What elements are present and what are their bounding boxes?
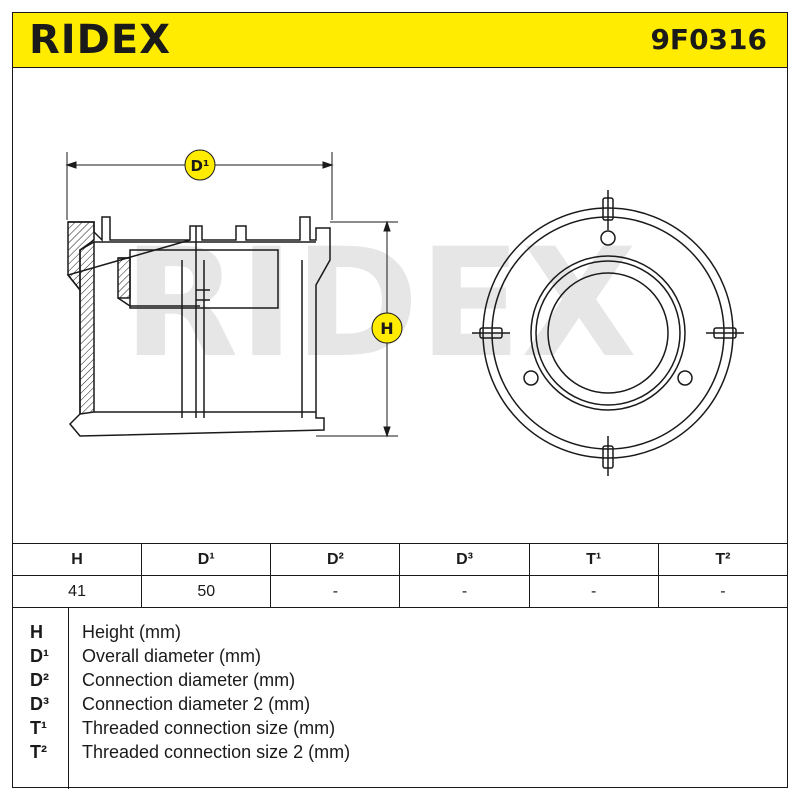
content-frame <box>12 68 788 788</box>
watermark-text: RIDEX <box>123 217 637 391</box>
legend-key: D² <box>30 670 49 690</box>
table-row: 41 50 - - - - <box>11 575 789 608</box>
h-label: H <box>380 319 393 338</box>
d1-label: D¹ <box>190 157 209 175</box>
legend-row: D² Connection diameter (mm) <box>12 668 788 692</box>
mount-hole-right <box>677 370 693 386</box>
legend-description: Connection diameter 2 (mm) <box>82 694 311 714</box>
table-cell: 41 <box>11 575 143 608</box>
legend-description: Connection diameter (mm) <box>82 670 296 690</box>
side-section-view <box>66 216 331 437</box>
legend-row: T¹ Threaded connection size (mm) <box>12 716 788 740</box>
legend-row: D¹ Overall diameter (mm) <box>12 644 788 668</box>
d1-badge <box>184 149 216 181</box>
table-cell: 50 <box>141 575 272 608</box>
mount-hole-top <box>600 230 616 246</box>
technical-drawing: RIDEX D¹ H <box>65 149 744 476</box>
legend-description: Threaded connection size 2 (mm) <box>82 742 351 762</box>
brand-logo: RIDEX <box>29 17 172 63</box>
table-cell: - <box>399 575 530 608</box>
table-header-cell: D³ <box>399 543 530 576</box>
legend-row: T² Threaded connection size 2 (mm) <box>12 740 788 764</box>
legend-description: Overall diameter (mm) <box>82 646 262 666</box>
legend-key: D¹ <box>30 646 49 666</box>
legend-description: Height (mm) <box>82 622 182 642</box>
part-number: 9F0316 <box>650 23 767 56</box>
legend-row: D³ Connection diameter 2 (mm) <box>12 692 788 716</box>
table-header-row: H D¹ D² D³ T¹ T² <box>11 543 789 576</box>
table-cell: - <box>270 575 401 608</box>
table-header-cell: D¹ <box>141 543 272 576</box>
table-header-cell: T¹ <box>528 543 659 576</box>
legend-key: T² <box>30 742 47 762</box>
table-header-cell: H <box>11 543 143 576</box>
legend: H Height (mm) D¹ Overall diameter (mm) D… <box>12 607 788 789</box>
legend-description: Threaded connection size (mm) <box>82 718 336 738</box>
header-bar: RIDEX 9F0316 <box>12 12 788 68</box>
legend-key: D³ <box>30 694 49 714</box>
legend-divider <box>68 608 69 789</box>
table-cell: - <box>528 575 659 608</box>
table-header-cell: D² <box>270 543 401 576</box>
dimensions-table: H D¹ D² D³ T¹ T² 41 50 - - - - <box>11 543 789 608</box>
front-view <box>472 190 744 476</box>
table-cell: - <box>657 575 789 608</box>
h-badge <box>371 312 403 344</box>
legend-row: H Height (mm) <box>12 620 788 644</box>
table-header-cell: T² <box>657 543 789 576</box>
legend-key: T¹ <box>30 718 47 738</box>
legend-key: H <box>30 622 43 642</box>
mount-hole-left <box>523 370 539 386</box>
